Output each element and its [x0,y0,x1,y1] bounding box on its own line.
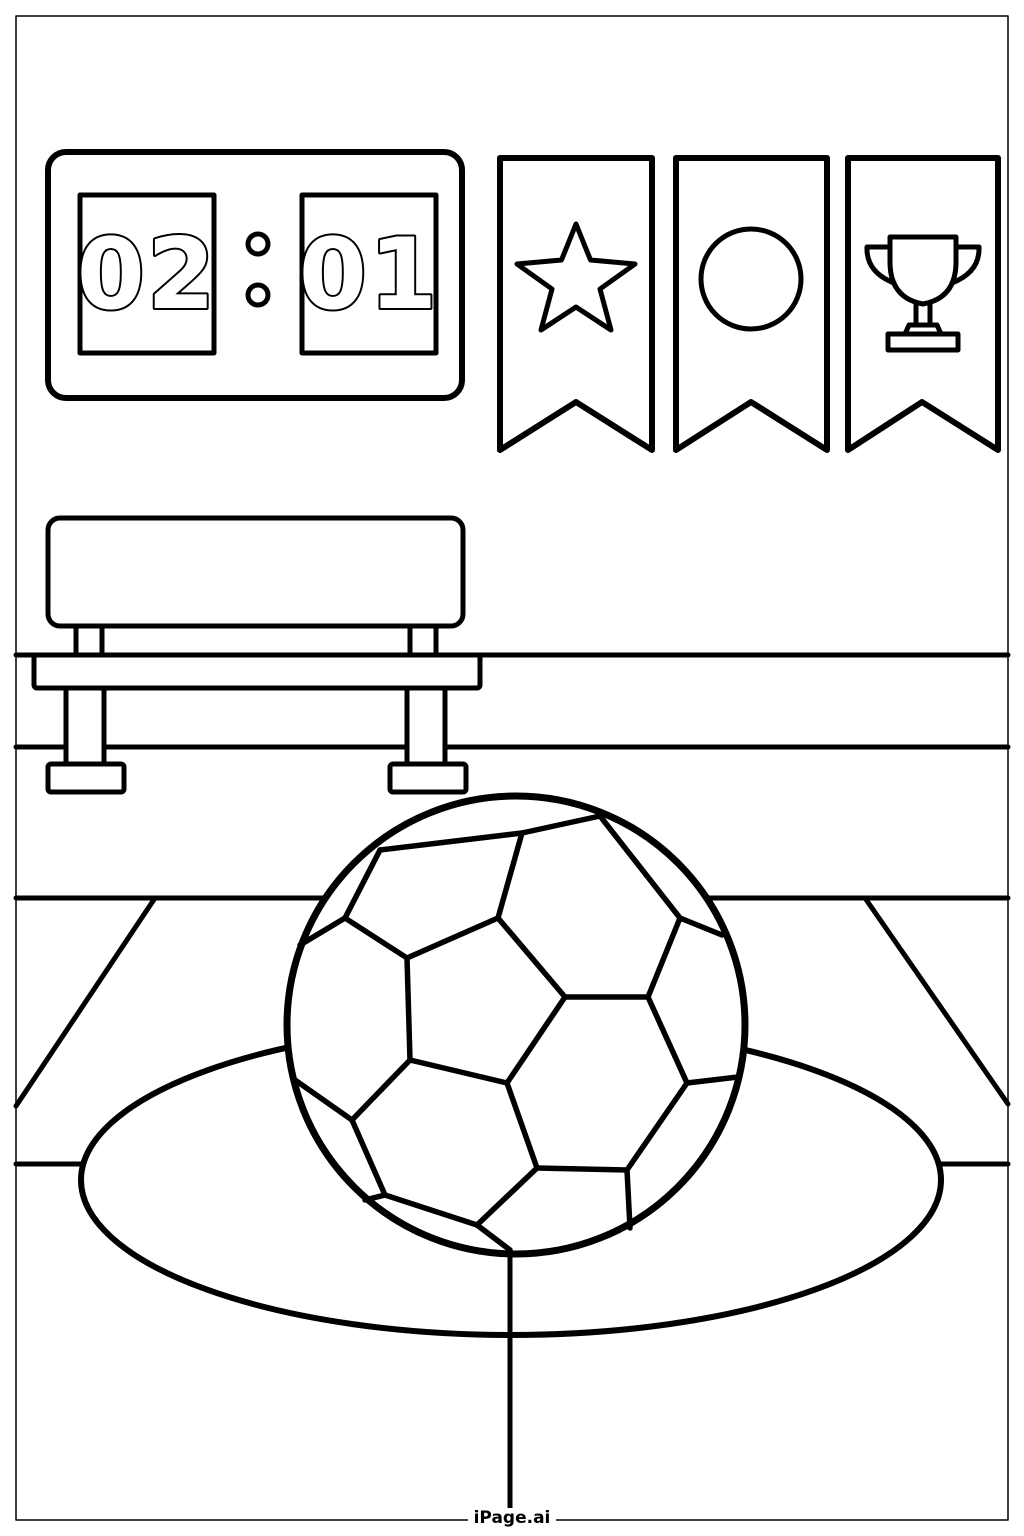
bench-rail [31,652,483,691]
bench [31,515,483,795]
soccer-ball [283,792,749,1258]
star-icon [514,221,638,333]
away-score-panel [299,192,439,356]
bench-leg-left [63,685,107,767]
banner-star [497,155,655,453]
home-score-panel [77,192,217,356]
scoreboard-frame [45,149,465,401]
bench-seat-top [45,515,466,629]
bench-leg-right [404,685,448,767]
scoreboard: 02 01 [45,149,465,401]
banners [497,155,1001,453]
score-separator [245,231,271,308]
banner-circle [673,155,830,453]
bench-foot-left [45,761,127,795]
away-score: 01 [299,218,439,332]
trophy-icon [864,234,982,353]
ball-outline [283,792,749,1258]
watermark-text: iPage.ai [467,1508,557,1528]
banner-trophy [845,155,1001,453]
bench-foot-right [387,761,469,795]
home-score: 02 [77,218,217,332]
watermark: iPage.ai [0,1508,1024,1528]
circle-icon [698,226,804,332]
